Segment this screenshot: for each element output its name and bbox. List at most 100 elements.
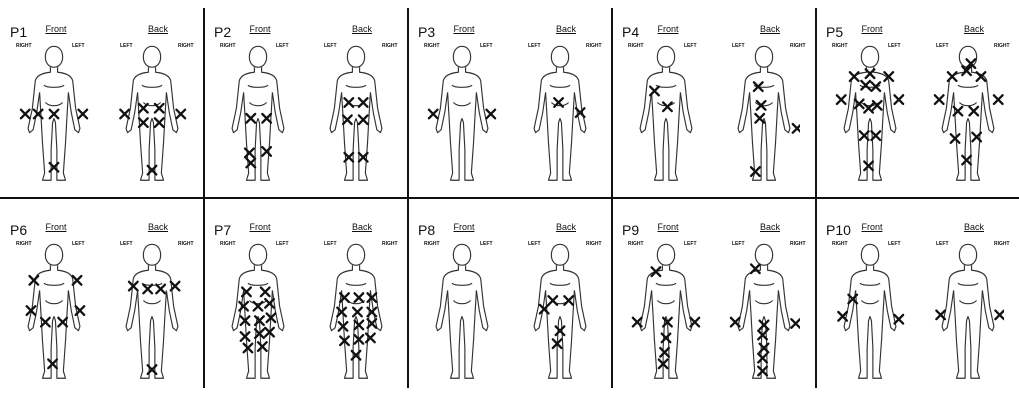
pain-mark xyxy=(139,104,148,113)
back-body-figure xyxy=(728,228,800,396)
back-body-figure xyxy=(320,30,392,198)
panel-p3: P3 Front Back RIGHT LEFT LEFT RIGHT xyxy=(408,0,612,198)
body-outline xyxy=(670,265,692,331)
body-outline xyxy=(436,265,458,331)
panel-p1: P1 Front Back RIGHT LEFT LEFT RIGHT xyxy=(0,0,204,198)
pain-mark xyxy=(758,354,767,363)
pain-mark xyxy=(564,296,573,305)
pain-mark xyxy=(41,318,50,327)
body-outline xyxy=(45,300,62,303)
front-body-figure xyxy=(426,30,498,198)
pain-mark xyxy=(21,110,30,119)
pain-mark xyxy=(156,285,165,294)
body-outline xyxy=(143,300,160,303)
panel-p7: P7 Front Back RIGHT LEFT LEFT RIGHT xyxy=(204,198,408,396)
body-outline xyxy=(28,67,50,133)
body-outline xyxy=(755,46,772,67)
pain-mark xyxy=(556,326,565,335)
pain-mark xyxy=(751,167,760,176)
pain-mark xyxy=(239,302,248,311)
pain-mark xyxy=(359,115,368,124)
column-divider xyxy=(407,8,409,388)
front-body-figure xyxy=(630,30,702,198)
pain-mark xyxy=(241,332,250,341)
body-outline xyxy=(550,85,570,87)
body-outline xyxy=(861,46,878,67)
body-outline xyxy=(656,283,676,285)
body-outline xyxy=(330,265,352,331)
body-outline xyxy=(972,265,994,331)
pain-mark xyxy=(758,367,767,376)
body-outline xyxy=(436,67,458,133)
body-outline xyxy=(58,67,80,133)
body-outline xyxy=(143,244,160,265)
body-outline xyxy=(44,85,64,87)
pain-mark xyxy=(355,321,364,330)
body-outline xyxy=(874,265,896,331)
pain-mark xyxy=(120,110,129,119)
body-outline xyxy=(249,102,266,105)
body-outline xyxy=(248,283,268,285)
body-outline xyxy=(959,244,976,265)
body-outline xyxy=(156,265,178,331)
pain-mark xyxy=(660,348,669,357)
pain-mark xyxy=(948,72,957,81)
body-outline xyxy=(347,244,364,265)
pain-mark xyxy=(244,344,253,353)
pain-mark xyxy=(343,115,352,124)
pain-mark xyxy=(650,87,659,96)
body-outline xyxy=(466,67,488,133)
pain-mark xyxy=(652,267,661,276)
pain-mark xyxy=(793,124,800,133)
body-outline xyxy=(657,244,674,265)
pain-mark xyxy=(861,81,870,90)
body-outline xyxy=(248,85,268,87)
panel-p4: P4 Front Back RIGHT LEFT LEFT RIGHT xyxy=(612,0,816,198)
body-outline xyxy=(45,102,62,105)
pain-mark xyxy=(962,156,971,165)
pain-mark xyxy=(935,95,944,104)
pain-mark xyxy=(751,264,760,273)
body-outline xyxy=(958,283,978,285)
body-outline xyxy=(45,244,62,265)
pain-mark xyxy=(258,342,267,351)
front-body-figure xyxy=(18,30,90,198)
pain-mark xyxy=(663,102,672,111)
pain-mark xyxy=(261,288,270,297)
pain-mark xyxy=(48,360,57,369)
body-outline xyxy=(453,46,470,67)
panel-p9: P9 Front Back RIGHT LEFT LEFT RIGHT xyxy=(612,198,816,396)
body-outline xyxy=(452,283,472,285)
body-outline xyxy=(738,265,760,331)
pain-mark xyxy=(894,95,903,104)
back-body-figure xyxy=(116,228,188,396)
pain-mark xyxy=(791,319,800,328)
pain-mark xyxy=(951,134,960,143)
pain-mark xyxy=(758,331,767,340)
pain-mark xyxy=(690,318,699,327)
body-outline xyxy=(861,244,878,265)
body-outline xyxy=(874,67,896,133)
body-outline xyxy=(347,46,364,67)
pain-mark xyxy=(850,72,859,81)
back-body-figure xyxy=(116,30,188,198)
pain-mark xyxy=(486,110,495,119)
back-body-figure xyxy=(524,228,596,396)
body-outline xyxy=(768,67,790,133)
body-outline xyxy=(453,244,470,265)
back-body-figure xyxy=(932,30,1004,198)
body-outline xyxy=(534,265,556,331)
body-outline xyxy=(959,46,976,67)
body-outline xyxy=(142,85,162,87)
pain-mark xyxy=(265,299,274,308)
pain-mark xyxy=(30,276,39,285)
body-outline xyxy=(232,67,254,133)
body-outline xyxy=(564,67,586,133)
pain-mark xyxy=(894,315,903,324)
pain-mark xyxy=(155,104,164,113)
pain-mark xyxy=(936,311,945,320)
body-outline xyxy=(755,244,772,265)
panel-p6: P6 Front Back RIGHT LEFT LEFT RIGHT xyxy=(0,198,204,396)
body-outline xyxy=(959,102,976,105)
body-outline xyxy=(346,283,366,285)
